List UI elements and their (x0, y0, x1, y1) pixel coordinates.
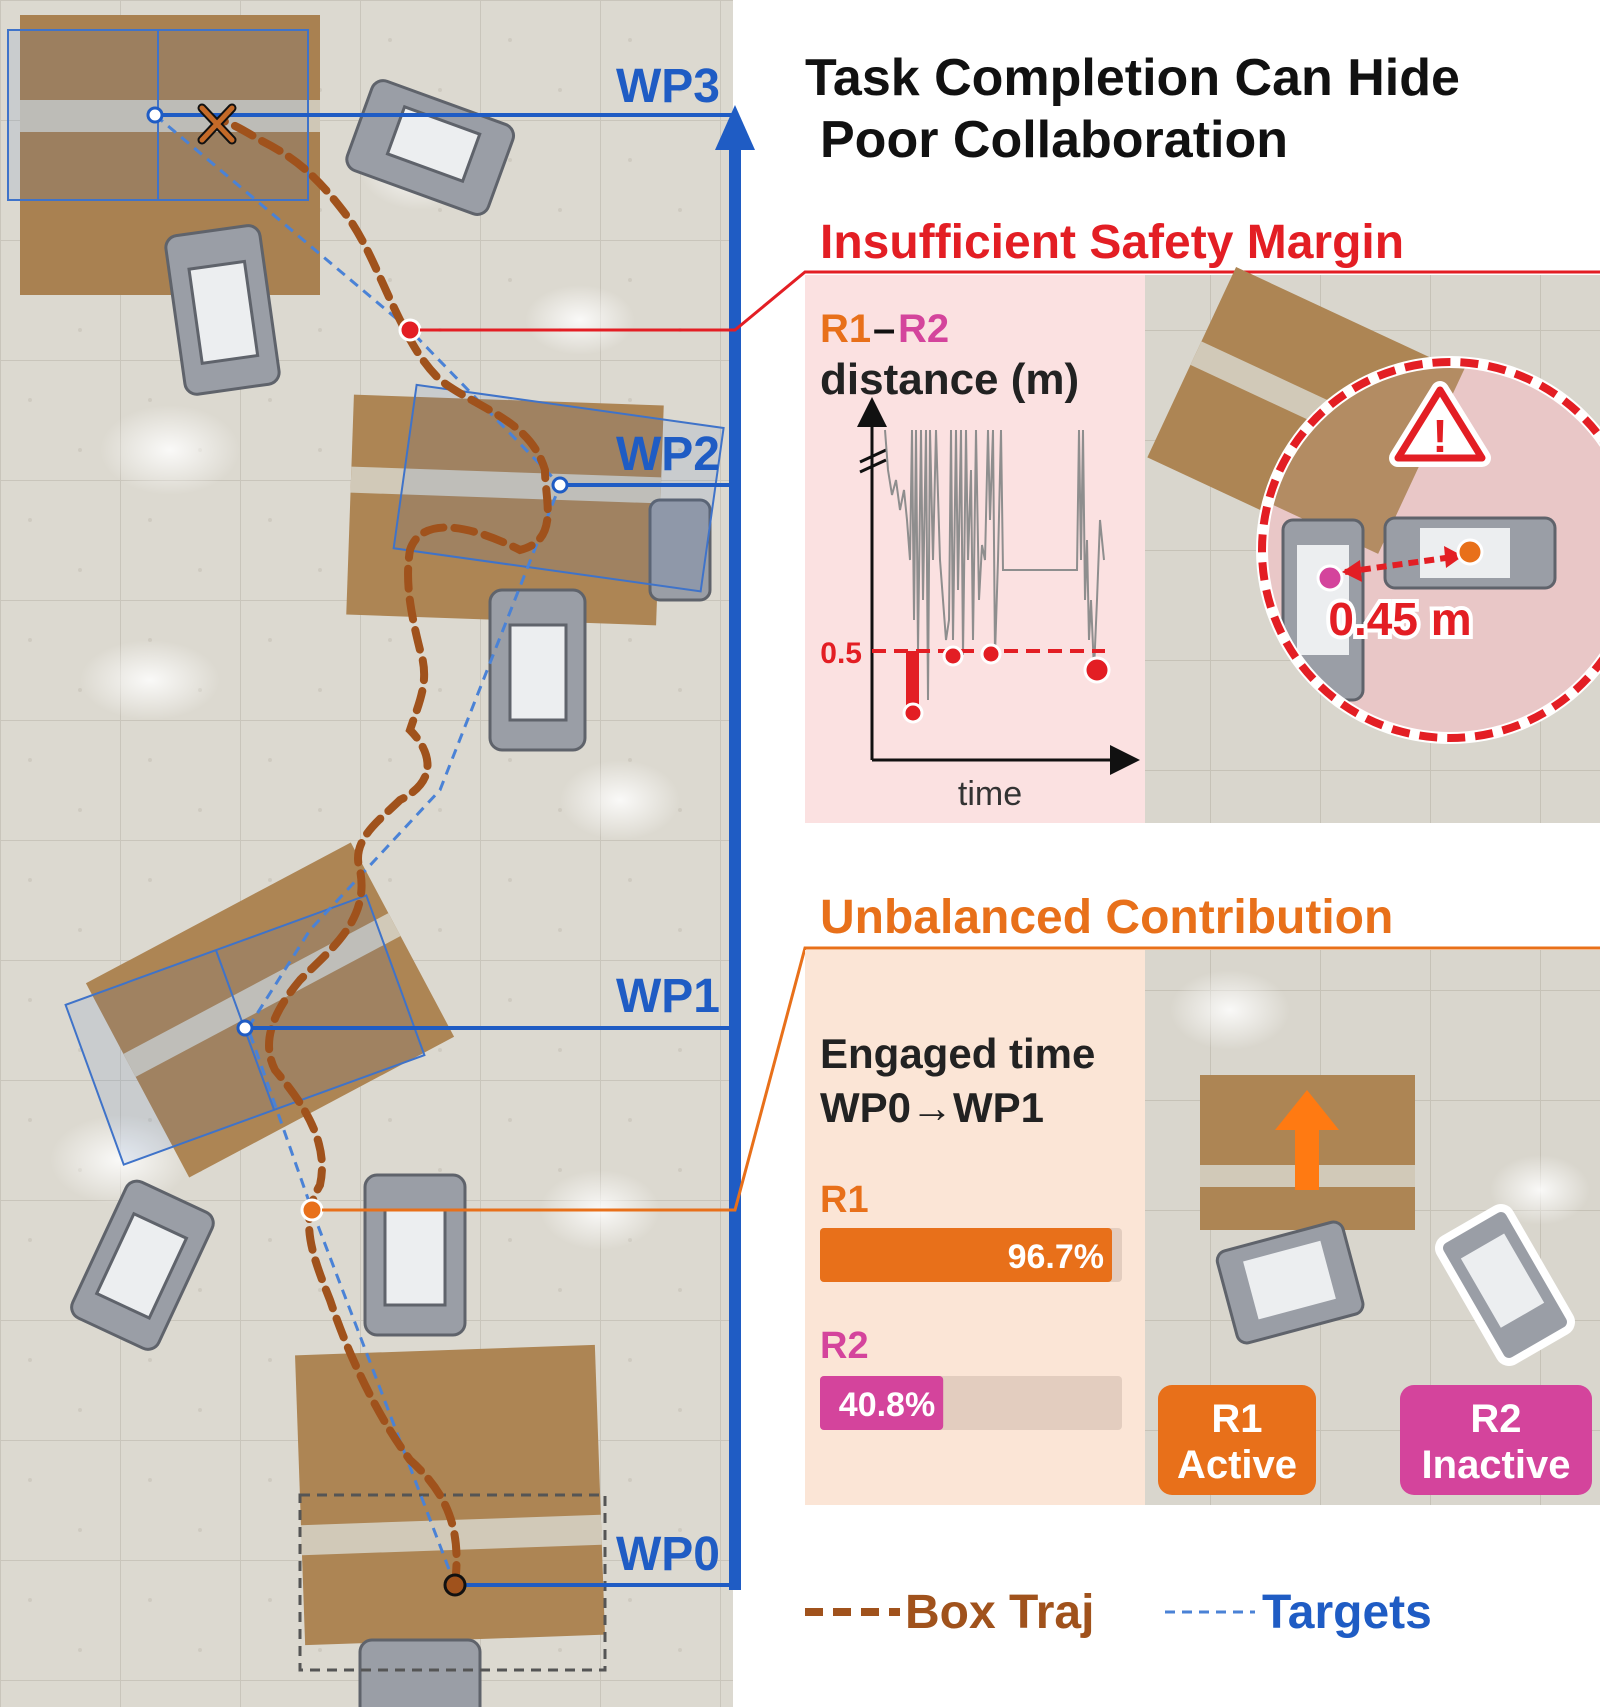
badge-r1-active: R1 Active (1158, 1385, 1316, 1495)
distance-trace (884, 429, 1105, 701)
engaged-time-panel: Engaged time WP0→WP1 R1 96.7% R2 40.8% (805, 950, 1145, 1505)
bar-value-r2: 40.8% (839, 1386, 935, 1424)
box-traj-path (214, 116, 552, 1589)
plot-ylabel-dash: – (873, 307, 895, 351)
targets-path (154, 113, 562, 1586)
threshold-label: 0.5 (820, 637, 862, 670)
plot-xlabel: time (958, 775, 1022, 813)
proximity-zone-dashed (1258, 358, 1600, 742)
engaged-title-line2: WP0→WP1 (820, 1084, 1044, 1131)
waypoint-dots (146, 106, 569, 1037)
violation-marker (1083, 656, 1111, 684)
plot-ylabel-r1: R1 (820, 307, 871, 351)
figure-title-line2: Poor Collaboration (820, 111, 1288, 169)
start-box-outline (298, 1493, 607, 1672)
distance-arrow (1344, 553, 1461, 575)
safety-callout-line (420, 270, 1600, 332)
axis-break-mark (859, 448, 887, 474)
contribution-event-marker (300, 1198, 324, 1222)
robot-dog (70, 1179, 215, 1351)
svg-text:!: ! (1432, 410, 1447, 462)
violation-marker (902, 702, 924, 724)
progress-axis-arrowhead (715, 105, 755, 150)
distance-arrowhead-right (1444, 546, 1463, 568)
legend-box-traj-label: Box Traj (905, 1586, 1094, 1639)
violation-marker (980, 643, 1002, 665)
safety-event-marker (398, 318, 422, 342)
push-direction-arrow (1275, 1090, 1339, 1190)
overhead-photo-panel: WP3 WP2 WP1 WP0 (0, 0, 755, 1707)
figure-title-line1: Task Completion Can Hide (805, 49, 1460, 107)
safety-photo-panel: ! 0.45 m (1145, 267, 1600, 823)
svg-text:R1: R1 (1211, 1397, 1262, 1441)
bar-fill-r1 (820, 1228, 1112, 1282)
bar-label-r1: R1 (820, 1179, 869, 1221)
waypoint-lines (155, 113, 735, 1587)
contribution-heading: Unbalanced Contribution (820, 891, 1393, 944)
bar-value-r1: 96.7% (1008, 1238, 1104, 1276)
robot-dog (358, 1638, 482, 1707)
distance-plot-panel: R1 – R2 distance (m) time 0.5 (805, 275, 1145, 823)
legend-targets-label: Targets (1262, 1586, 1432, 1639)
robot-r2-marker (1316, 564, 1344, 592)
robot-dog (164, 224, 281, 396)
violation-marker (942, 645, 964, 667)
robot-r1-marker (1456, 538, 1484, 566)
warning-icon: ! (1389, 381, 1491, 467)
waypoint-label-wp0: WP0 (616, 1528, 720, 1581)
bar-fill-r2 (820, 1376, 944, 1430)
svg-text:Active: Active (1177, 1443, 1297, 1487)
distance-value-label: 0.45 m (1328, 593, 1471, 645)
safety-heading: Insufficient Safety Margin (820, 216, 1404, 269)
plot-ylabel-unit: distance (m) (820, 355, 1079, 404)
start-point-marker (443, 1573, 467, 1597)
end-point-x-marker-inner (199, 105, 235, 143)
contribution-photo-panel: R1 Active R2 Inactive (1145, 950, 1600, 1505)
plot-ylabel-r2: R2 (898, 307, 949, 351)
distance-arrowhead-left (1342, 560, 1362, 582)
box-wp2 (346, 394, 664, 626)
engaged-title-line1: Engaged time (820, 1030, 1095, 1077)
svg-text:R2: R2 (1470, 1397, 1521, 1441)
robot-dog (363, 1173, 467, 1337)
svg-text:Inactive: Inactive (1422, 1443, 1571, 1487)
waypoint-label-wp3: WP3 (616, 60, 720, 113)
legend: Box Traj Targets (805, 1586, 1432, 1639)
waypoint-label-wp1: WP1 (616, 970, 720, 1023)
badge-r2-inactive: R2 Inactive (1400, 1385, 1592, 1495)
box-wp1 (85, 842, 455, 1178)
robot-dog (488, 588, 587, 752)
robot-dog (648, 498, 712, 602)
contribution-callout-line (322, 946, 1600, 1212)
bar-label-r2: R2 (820, 1325, 869, 1367)
violation-bar (906, 651, 919, 711)
waypoint-label-wp2: WP2 (616, 428, 720, 481)
